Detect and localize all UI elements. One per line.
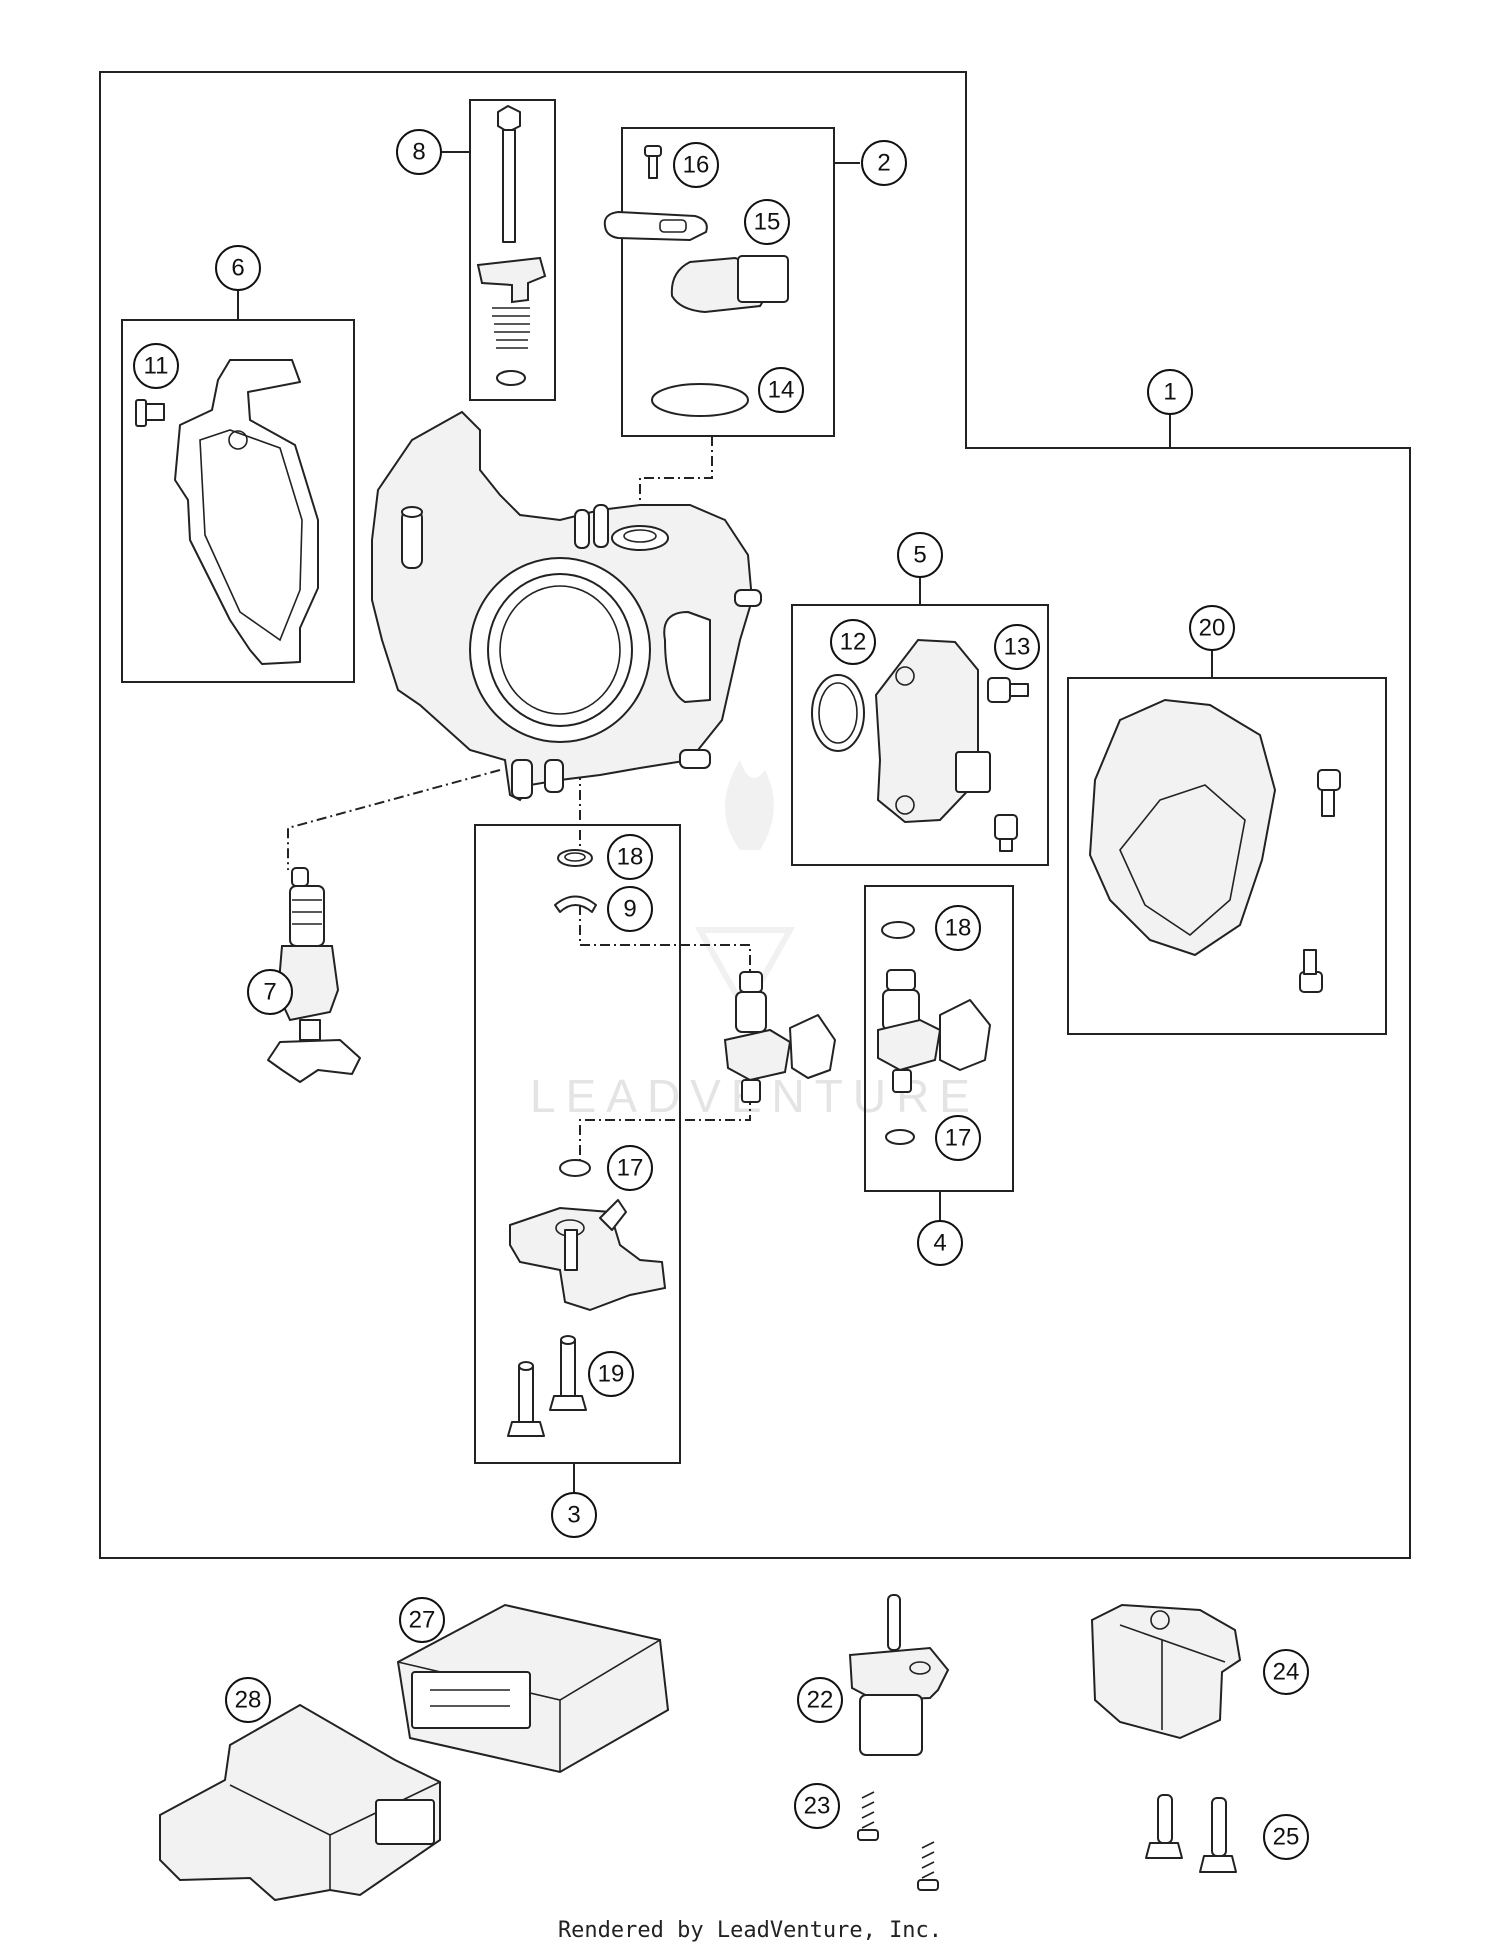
callout-4: 4 xyxy=(917,1220,963,1266)
callout-24: 24 xyxy=(1263,1649,1309,1695)
group-box-8 xyxy=(469,99,556,401)
svg-text:5: 5 xyxy=(913,542,926,569)
fuel-rail-kit-part xyxy=(507,849,667,1437)
injector-installed-part xyxy=(723,971,836,1103)
connection-lines xyxy=(287,436,751,1175)
callout-11: 11 xyxy=(133,343,179,389)
temperature-sensor-part xyxy=(267,867,361,1083)
group-box-2 xyxy=(621,127,835,437)
control-module-part xyxy=(159,1703,441,1902)
svg-text:8: 8 xyxy=(412,139,425,166)
callout-15: 15 xyxy=(744,199,790,245)
ecu-part xyxy=(396,1603,670,1774)
watermark-logo xyxy=(694,760,796,1017)
svg-text:7: 7 xyxy=(263,979,276,1006)
callout-28: 28 xyxy=(225,1677,271,1723)
fuel-injector-part xyxy=(877,921,991,1145)
svg-text:28: 28 xyxy=(235,1687,262,1714)
callout-6: 6 xyxy=(215,245,261,291)
svg-text:17: 17 xyxy=(945,1125,972,1152)
throttle-sensor-kit-part xyxy=(603,145,789,417)
leader-lines xyxy=(237,151,1213,1492)
callout-17-injector: 17 xyxy=(935,1115,981,1161)
svg-text:4: 4 xyxy=(933,1230,946,1257)
svg-text:12: 12 xyxy=(840,629,867,656)
pressure-sensor-part xyxy=(848,1594,950,1891)
callout-19: 19 xyxy=(588,1351,634,1397)
callout-18-rail: 18 xyxy=(607,834,653,880)
callout-12: 12 xyxy=(830,619,876,665)
svg-text:11: 11 xyxy=(144,353,169,380)
svg-text:16: 16 xyxy=(683,152,710,179)
svg-text:3: 3 xyxy=(567,1502,580,1529)
svg-text:18: 18 xyxy=(617,844,644,871)
callout-18-injector: 18 xyxy=(935,905,981,951)
callout-9: 9 xyxy=(607,886,653,932)
idle-adjust-screw-part xyxy=(476,105,547,386)
svg-text:17: 17 xyxy=(617,1155,644,1182)
map-sensor-part xyxy=(811,638,1029,852)
callout-25: 25 xyxy=(1263,1814,1309,1860)
callout-3: 3 xyxy=(551,1492,597,1538)
svg-text:9: 9 xyxy=(623,896,636,923)
svg-text:2: 2 xyxy=(877,150,890,177)
svg-text:24: 24 xyxy=(1273,1659,1300,1686)
callout-23: 23 xyxy=(794,1783,840,1829)
callout-16: 16 xyxy=(673,142,719,188)
svg-text:22: 22 xyxy=(807,1687,834,1714)
callout-14: 14 xyxy=(758,367,804,413)
svg-text:23: 23 xyxy=(804,1793,831,1820)
assembly-outline xyxy=(99,71,1411,1559)
callout-13: 13 xyxy=(994,624,1040,670)
connector-part xyxy=(1090,1603,1242,1873)
callout-1: 1 xyxy=(1147,369,1193,415)
svg-text:14: 14 xyxy=(768,377,795,404)
sensor-cover-part xyxy=(1088,698,1341,993)
callout-20: 20 xyxy=(1189,605,1235,651)
callout-17-rail: 17 xyxy=(607,1145,653,1191)
svg-text:1: 1 xyxy=(1163,379,1176,406)
group-box-3 xyxy=(474,824,681,1464)
svg-text:15: 15 xyxy=(754,209,781,236)
callout-27: 27 xyxy=(399,1597,445,1643)
svg-text:13: 13 xyxy=(1004,634,1031,661)
callout-7: 7 xyxy=(247,969,293,1015)
svg-text:20: 20 xyxy=(1199,615,1226,642)
svg-text:6: 6 xyxy=(231,255,244,282)
callout-2: 2 xyxy=(861,140,907,186)
callout-22: 22 xyxy=(797,1677,843,1723)
svg-text:27: 27 xyxy=(409,1607,436,1634)
callout-8: 8 xyxy=(396,129,442,175)
svg-text:18: 18 xyxy=(945,915,972,942)
group-box-20 xyxy=(1067,677,1387,1035)
svg-text:19: 19 xyxy=(598,1361,625,1388)
cable-bracket-part xyxy=(135,359,319,665)
callout-5: 5 xyxy=(897,532,943,578)
footer-credit: Rendered by LeadVenture, Inc. xyxy=(557,1918,943,1943)
throttle-body-part xyxy=(371,410,762,802)
svg-text:25: 25 xyxy=(1273,1824,1300,1851)
